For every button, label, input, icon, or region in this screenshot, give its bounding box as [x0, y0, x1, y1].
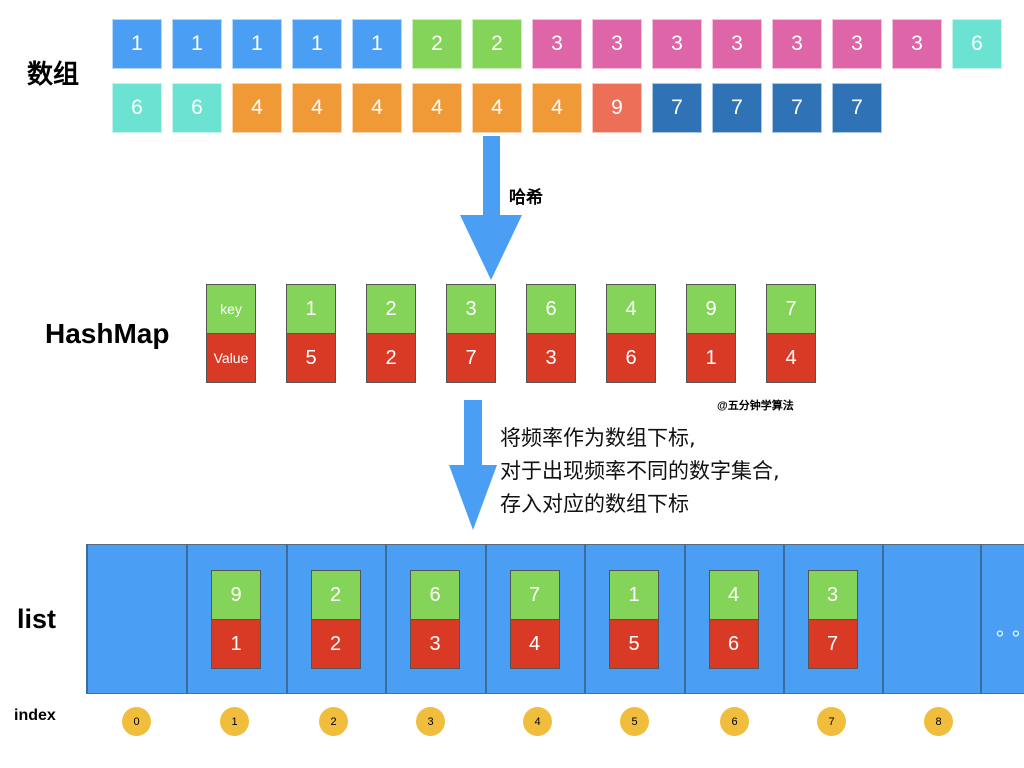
array-item: 3	[832, 19, 882, 69]
array-item: 7	[652, 83, 702, 133]
array-item: 1	[232, 19, 282, 69]
list-key: 4	[708, 570, 759, 620]
list-key: 7	[509, 570, 560, 620]
list-value: 1	[211, 619, 261, 669]
list-value: 7	[807, 619, 858, 669]
list-label: list	[17, 604, 57, 634]
array-item: 4	[352, 83, 402, 133]
list-value: 6	[708, 619, 759, 669]
array-item: 6	[952, 19, 1002, 69]
list-key: 2	[310, 570, 361, 620]
index-badge: 0	[122, 707, 151, 736]
array-item: 7	[832, 83, 882, 133]
array-item: 3	[532, 19, 582, 69]
index-badge: 5	[620, 707, 649, 736]
list-value: 4	[509, 619, 560, 669]
array-item: 2	[412, 19, 462, 69]
index-badge: 8	[924, 707, 953, 736]
hashmap-key: 1	[286, 284, 336, 334]
index-badge: 3	[416, 707, 445, 736]
list-key: 6	[410, 570, 460, 620]
array-item: 7	[772, 83, 822, 133]
list-value: 2	[310, 619, 361, 669]
array-item: 3	[892, 19, 942, 69]
array-item: 1	[172, 19, 222, 69]
array-item: 3	[652, 19, 702, 69]
array-item: 4	[532, 83, 582, 133]
hashmap-key: 9	[686, 284, 736, 334]
hashmap-value: 7	[446, 333, 496, 383]
hashmap-value: 1	[686, 333, 736, 383]
index-badge: 6	[720, 707, 749, 736]
array-item: 4	[292, 83, 342, 133]
hashmap-key: 7	[766, 284, 816, 334]
index-badge: 2	[319, 707, 348, 736]
list-cell	[882, 544, 980, 694]
list-value: 5	[609, 619, 659, 669]
array-item: 9	[592, 83, 642, 133]
watermark: @五分钟学算法	[717, 400, 794, 412]
hashmap-key: 6	[526, 284, 576, 334]
hash-label: 哈希	[509, 188, 543, 207]
hashmap-label: HashMap	[45, 318, 170, 349]
array-item: 1	[352, 19, 402, 69]
description-line-1: 将频率作为数组下标,	[500, 426, 696, 450]
hashmap-value-header: Value	[206, 333, 256, 383]
description-line-3: 存入对应的数组下标	[500, 492, 689, 516]
hashmap-value: 3	[526, 333, 576, 383]
array-item: 3	[772, 19, 822, 69]
index-badge: 1	[220, 707, 249, 736]
index-label: index	[14, 707, 56, 724]
list-cell	[86, 544, 186, 694]
index-badge: 7	[817, 707, 846, 736]
frequency-arrow	[449, 400, 497, 530]
ellipsis: 。。	[996, 618, 1024, 640]
list-key: 9	[211, 570, 261, 620]
list-key: 3	[807, 570, 858, 620]
array-item: 6	[112, 83, 162, 133]
array-item: 1	[292, 19, 342, 69]
array-item: 7	[712, 83, 762, 133]
hashmap-value: 5	[286, 333, 336, 383]
array-label: 数组	[27, 59, 80, 89]
list-cell	[980, 544, 1024, 694]
hashmap-value: 4	[766, 333, 816, 383]
array-item: 3	[592, 19, 642, 69]
list-key: 1	[609, 570, 659, 620]
array-item: 2	[472, 19, 522, 69]
array-item: 4	[232, 83, 282, 133]
hashmap-key: 2	[366, 284, 416, 334]
array-item: 6	[172, 83, 222, 133]
list-value: 3	[410, 619, 460, 669]
hashmap-key: 4	[606, 284, 656, 334]
index-badge: 4	[523, 707, 552, 736]
array-item: 4	[412, 83, 462, 133]
hashmap-key-header: key	[206, 284, 256, 334]
hashmap-value: 6	[606, 333, 656, 383]
array-item: 3	[712, 19, 762, 69]
array-item: 4	[472, 83, 522, 133]
hashmap-key: 3	[446, 284, 496, 334]
array-item: 1	[112, 19, 162, 69]
description-line-2: 对于出现频率不同的数字集合,	[500, 459, 780, 483]
hash-arrow	[460, 136, 522, 280]
hashmap-value: 2	[366, 333, 416, 383]
